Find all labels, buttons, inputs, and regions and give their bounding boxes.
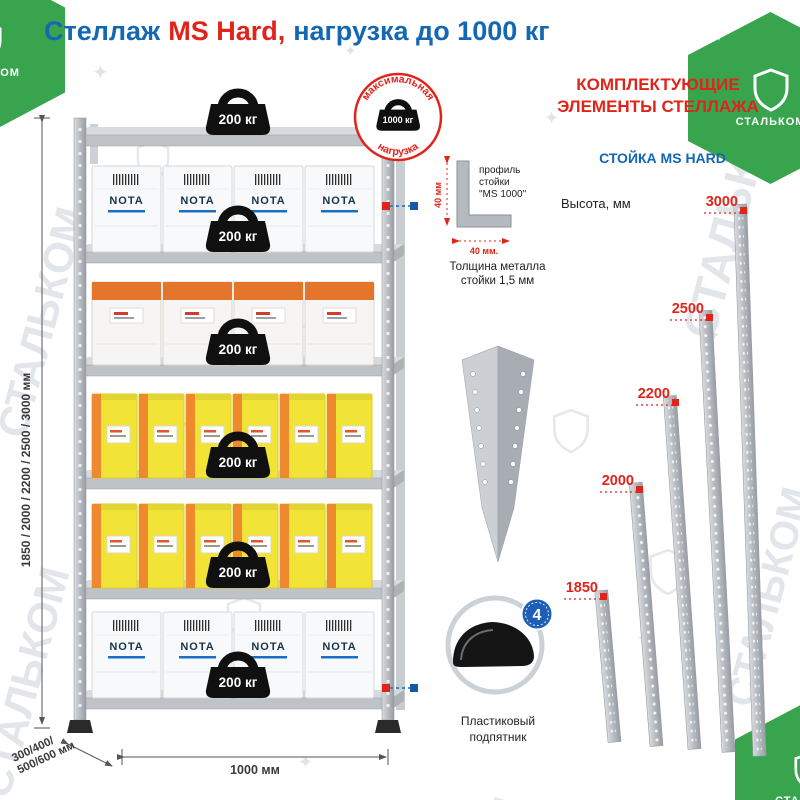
svg-text:300/400/ 500/600 мм: 300/400/ 500/600 мм xyxy=(10,728,77,777)
post-height-label: 2000 xyxy=(602,473,634,489)
box-brand-label: NOTA xyxy=(109,195,143,207)
sparkle-icon: ✦ xyxy=(92,62,109,84)
profile-thickness-note: Толщина металла стойки 1,5 мм xyxy=(435,260,560,289)
sparkle-icon: ✦ xyxy=(544,108,560,128)
profile-diagram: 40 мм 40 мм. профиль стойки "MS 1000" xyxy=(433,156,527,256)
posts-height-chart: 1850 2000 2200 2500 3000 xyxy=(564,194,767,757)
box-brand-label: NOTA xyxy=(180,641,214,653)
brand-name: СТАЛЬКОМ xyxy=(775,795,800,800)
profile-dim-vertical: 40 мм xyxy=(433,182,443,208)
plastic-foot-label: Пластиковый подпятник xyxy=(434,714,562,745)
plastic-foot-image: 4 xyxy=(445,595,554,695)
max-load-arc-bottom: нагрузка xyxy=(375,140,420,158)
shield-icon xyxy=(753,68,788,112)
title-accent: MS Hard, xyxy=(168,16,286,46)
width-dimension: 1000 мм xyxy=(117,749,389,777)
profile-caption-line3: "MS 1000" xyxy=(479,189,527,200)
title-part1: Стеллаж xyxy=(44,16,161,46)
shelf-load-value: 200 кг xyxy=(219,112,258,127)
post-height-label: 1850 xyxy=(566,580,598,596)
shield-icon xyxy=(794,751,800,791)
title-part2: нагрузка до 1000 кг xyxy=(293,16,550,46)
brand-name: СТАЛЬКОМ xyxy=(0,67,20,79)
post-2500 xyxy=(698,309,736,753)
height-units-label: Высота, мм xyxy=(561,196,631,211)
box-brand-label: NOTA xyxy=(322,641,356,653)
height-dimension: 1850 / 2000 / 2200 / 2500 / 3000 мм xyxy=(19,115,50,729)
profile-angle-shape xyxy=(456,160,512,228)
shelf-load-value: 200 кг xyxy=(219,675,258,690)
shield-watermark-icon xyxy=(552,408,590,454)
thickness-line1: Толщина металла xyxy=(449,261,546,273)
box-brand-label: NOTA xyxy=(322,195,356,207)
shield-icon xyxy=(0,21,2,63)
shelf-load-value: 200 кг xyxy=(219,229,258,244)
post-perforations xyxy=(470,371,526,485)
post-subheader: СТОЙКА MS HARD xyxy=(599,150,726,166)
plastic-foot-shape xyxy=(453,622,534,667)
profile-caption-line1: профиль xyxy=(479,164,520,176)
profile-callout-marker xyxy=(382,202,418,210)
post-height-label: 2500 xyxy=(672,301,704,317)
post-2200 xyxy=(663,395,702,750)
foot-callout-marker xyxy=(382,684,418,692)
components-header-line1: КОМПЛЕКТУЮЩИЕ xyxy=(576,75,740,94)
shelf-level-boxes: NOTA NOTA NOTA NOTA xyxy=(91,611,375,699)
max-load-badge: максимальная нагрузка 1000 кг xyxy=(353,72,443,162)
kit-count-badge: 4 xyxy=(520,597,554,631)
box-brand-label: NOTA xyxy=(109,641,143,653)
post-3000 xyxy=(733,203,767,757)
components-header: КОМПЛЕКТУЮЩИЕ ЭЛЕМЕНТЫ СТЕЛЛАЖА xyxy=(533,74,783,118)
rack-foot xyxy=(67,720,93,733)
svg-text:нагрузка: нагрузка xyxy=(375,140,420,158)
kit-count-value: 4 xyxy=(533,607,542,624)
page-title: Стеллаж MS Hard, нагрузка до 1000 кг xyxy=(44,16,550,47)
shelf-load-value: 200 кг xyxy=(219,565,258,580)
post-2000 xyxy=(628,481,664,747)
thickness-line2: стойки 1,5 мм xyxy=(460,275,535,288)
box-brand-label: NOTA xyxy=(251,641,285,653)
components-header-line2: ЭЛЕМЕНТЫ СТЕЛЛАЖА xyxy=(557,97,759,117)
rack-front-frame xyxy=(67,117,401,733)
depth-dimension: 300/400/ 500/600 мм xyxy=(10,728,113,777)
post-height-labels: 1850 2000 2200 2500 3000 xyxy=(564,194,747,600)
height-dimension-label: 1850 / 2000 / 2200 / 2500 / 3000 мм xyxy=(19,373,33,568)
shelf-load-value: 200 кг xyxy=(219,455,258,470)
foot-label-line1: Пластиковый xyxy=(460,714,536,728)
width-dimension-label: 1000 мм xyxy=(230,763,280,777)
post-1850 xyxy=(594,589,622,743)
brand-name: СТАЛЬКОМ xyxy=(735,116,800,128)
rack-foot xyxy=(375,720,401,733)
rack-illustration: NOTA NOTA NOTA NOTA NOTA NOTA NOTA NOTA xyxy=(10,72,443,777)
max-load-value: 1000 кг xyxy=(383,115,414,125)
box-brand-label: NOTA xyxy=(251,195,285,207)
sparkle-icon: ✦ xyxy=(714,30,725,44)
sparkle-icon: ✦ xyxy=(344,43,357,60)
shelf-level-boxes: NOTA NOTA NOTA NOTA xyxy=(91,165,375,253)
shelf-load-badges: 200 кг 200 кг 200 кг 200 кг 200 кг 200 к… xyxy=(206,93,270,698)
post-height-label: 3000 xyxy=(706,194,738,210)
profile-dim-horizontal: 40 мм. xyxy=(470,246,498,256)
post-height-label: 2200 xyxy=(638,386,670,402)
box-brand-label: NOTA xyxy=(180,195,214,207)
shelf-load-value: 200 кг xyxy=(219,342,258,357)
post-3d-image xyxy=(461,345,535,563)
profile-caption-line2: стойки xyxy=(479,177,510,188)
foot-label-line2: подпятник xyxy=(469,729,527,744)
